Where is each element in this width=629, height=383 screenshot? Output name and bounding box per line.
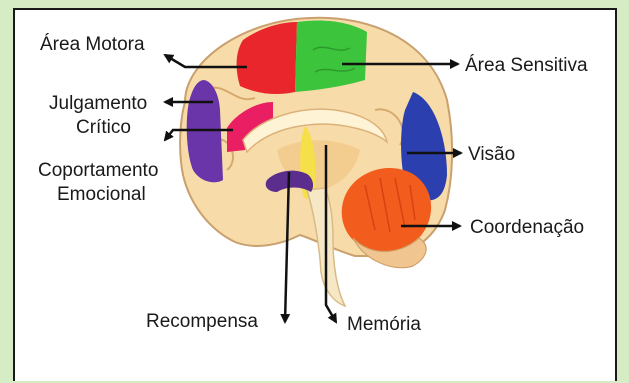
label-judgment-line1: Julgamento bbox=[49, 93, 147, 114]
diagram-panel: Área Motora Área Sensitiva Julgamento Cr… bbox=[13, 8, 617, 381]
label-emotion-line2: Emocional bbox=[57, 184, 146, 205]
label-reward: Recompensa bbox=[146, 311, 258, 332]
label-vision: Visão bbox=[468, 144, 515, 165]
label-judgment-line2: Crítico bbox=[76, 117, 131, 138]
sensory-region bbox=[295, 20, 367, 92]
label-emotion-line1: Coportamento bbox=[38, 160, 158, 181]
brain-diagram: Área Motora Área Sensitiva Julgamento Cr… bbox=[15, 10, 617, 383]
label-sensory: Área Sensitiva bbox=[465, 55, 588, 76]
label-motor: Área Motora bbox=[40, 34, 145, 55]
label-memory: Memória bbox=[347, 314, 421, 335]
label-coordination: Coordenação bbox=[470, 217, 584, 238]
